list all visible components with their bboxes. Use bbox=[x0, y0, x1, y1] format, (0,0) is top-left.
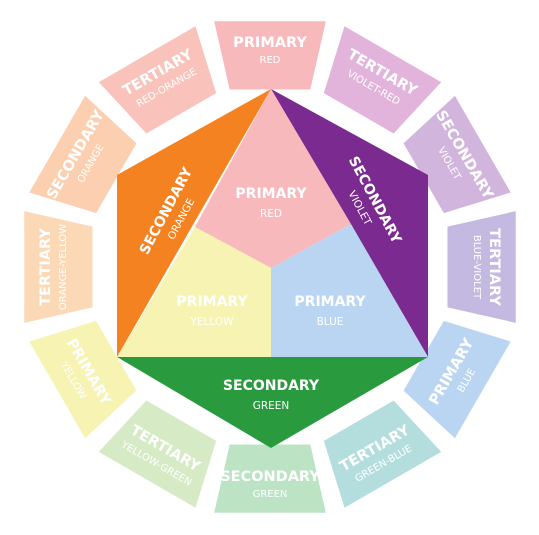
ring-segment-red-orange bbox=[98, 26, 217, 134]
primary-red-name: RED bbox=[260, 208, 282, 220]
primary-red-title: PRIMARY bbox=[235, 186, 307, 202]
primary-blue-region bbox=[271, 224, 428, 357]
ring-segment-type: TERTIARY bbox=[38, 228, 54, 306]
secondary-green-title: SECONDARY bbox=[223, 378, 320, 394]
ring-segment-name: RED bbox=[260, 55, 281, 66]
secondary-green-triangle bbox=[117, 357, 428, 448]
primary-yellow-region bbox=[117, 227, 271, 357]
primary-blue-name: BLUE bbox=[317, 316, 344, 328]
primary-red-region bbox=[195, 89, 351, 268]
primary-yellow-title: PRIMARY bbox=[176, 294, 248, 310]
ring-segment-violet bbox=[403, 95, 511, 214]
ring-segment-type: PRIMARY bbox=[233, 35, 307, 51]
ring-segment-yellow bbox=[29, 320, 137, 439]
secondary-orange-triangle bbox=[117, 89, 271, 357]
ring-segment-blue-violet bbox=[447, 211, 516, 323]
primary-blue-title: PRIMARY bbox=[294, 294, 366, 310]
ring-segment-orange-yellow bbox=[24, 211, 93, 323]
secondary-green-name: GREEN bbox=[253, 400, 290, 412]
ring-label-orange-yellow: TERTIARY ORANGE-YELLOW bbox=[38, 224, 69, 310]
ring-segment-name: GREEN bbox=[253, 489, 288, 500]
inner-hexagon: PRIMARY RED PRIMARY YELLOW PRIMARY BLUE … bbox=[117, 89, 428, 448]
ring-segment-orange bbox=[29, 95, 137, 214]
ring-segment-type: SECONDARY bbox=[220, 469, 320, 485]
ring-label-blue-violet: TERTIARY BLUE-VIOLET bbox=[471, 228, 502, 306]
ring-segment-blue bbox=[403, 320, 511, 439]
ring-segment-type: TERTIARY bbox=[486, 228, 502, 306]
ring-segment-name: ORANGE-YELLOW bbox=[58, 224, 69, 310]
ring-segment-red bbox=[214, 21, 326, 90]
primary-yellow-name: YELLOW bbox=[189, 316, 234, 328]
ring-label-red: PRIMARY RED bbox=[233, 35, 307, 66]
ring-segment-green bbox=[214, 444, 326, 513]
ring-segment-yellow-green bbox=[98, 400, 217, 508]
ring-segment-green-blue bbox=[323, 400, 442, 508]
ring-label-green: SECONDARY GREEN bbox=[220, 469, 320, 500]
ring-segment-violet-red bbox=[323, 26, 442, 134]
ring-segment-name: BLUE-VIOLET bbox=[471, 235, 482, 300]
